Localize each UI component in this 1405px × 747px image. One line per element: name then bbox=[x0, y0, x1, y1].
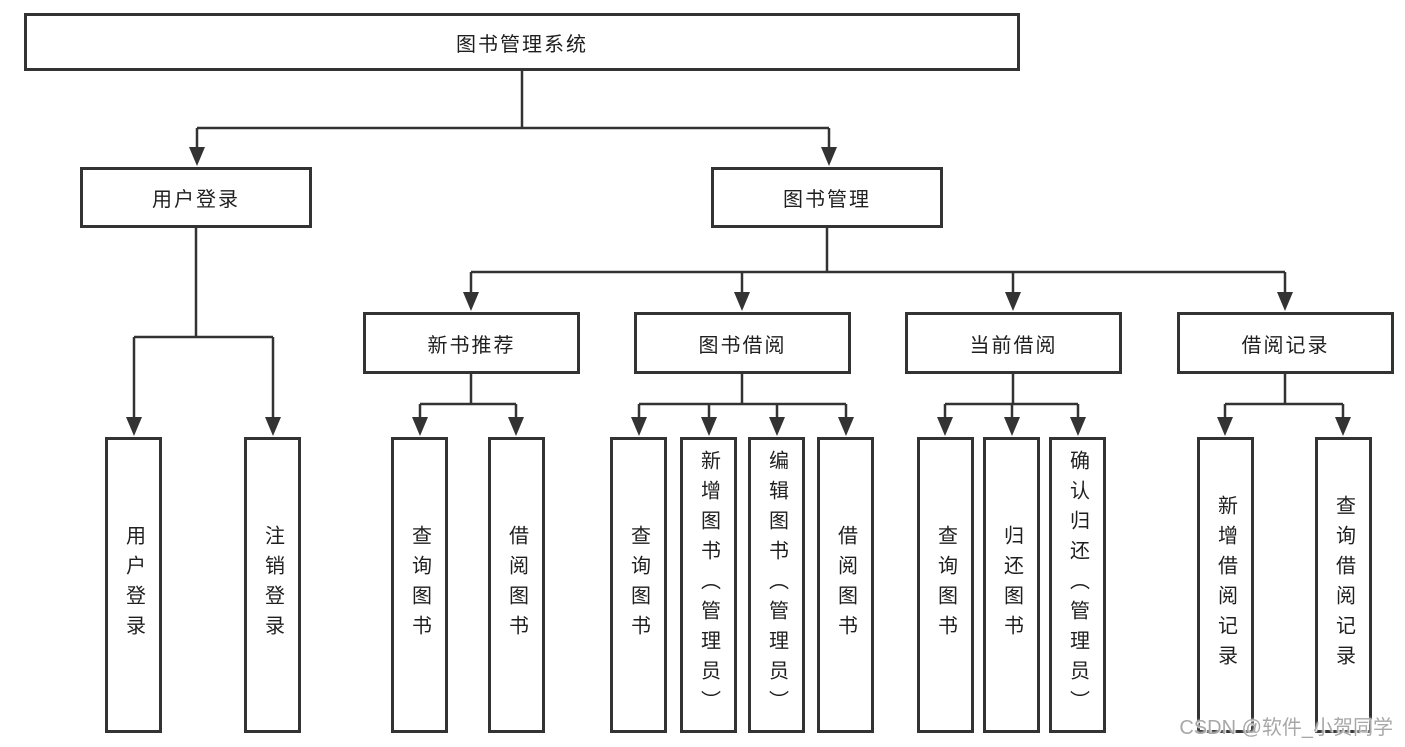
leaf-confirm-return-admin-label: 确认归还（管理员） bbox=[1066, 450, 1089, 720]
leaf-borrow-books-1: 借阅图书 bbox=[488, 437, 545, 733]
leaf-edit-book-admin: 编辑图书（管理员） bbox=[748, 437, 805, 733]
leaf-edit-book-admin-label: 编辑图书（管理员） bbox=[765, 450, 788, 720]
node-book-borrow-label: 图书借阅 bbox=[698, 334, 787, 357]
arrowhead-icon bbox=[838, 417, 854, 436]
arrowhead-icon bbox=[1335, 417, 1351, 436]
leaf-query-books-1: 查询图书 bbox=[391, 437, 448, 733]
leaf-query-books-3-label: 查询图书 bbox=[934, 525, 957, 645]
leaf-add-book-admin: 新增图书（管理员） bbox=[680, 437, 737, 733]
arrowhead-icon bbox=[1005, 292, 1021, 311]
leaf-query-borrow-record: 查询借阅记录 bbox=[1315, 437, 1372, 733]
arrowhead-icon bbox=[937, 417, 953, 436]
leaf-query-books-3: 查询图书 bbox=[917, 437, 974, 733]
node-new-book-recommend: 新书推荐 bbox=[363, 312, 580, 374]
arrowhead-icon bbox=[631, 417, 647, 436]
node-current-borrow: 当前借阅 bbox=[905, 312, 1122, 374]
leaf-user-login: 用户登录 bbox=[105, 437, 162, 733]
arrowhead-icon bbox=[734, 292, 750, 311]
arrowhead-icon bbox=[463, 292, 479, 311]
leaf-return-book: 归还图书 bbox=[983, 437, 1040, 733]
arrowhead-icon bbox=[412, 417, 428, 436]
leaf-add-book-admin-label: 新增图书（管理员） bbox=[697, 450, 720, 720]
leaf-user-login-label: 用户登录 bbox=[122, 525, 145, 645]
arrowhead-icon bbox=[265, 417, 281, 436]
leaf-borrow-books-1-label: 借阅图书 bbox=[505, 525, 528, 645]
node-book-borrow: 图书借阅 bbox=[634, 312, 851, 374]
leaf-logout: 注销登录 bbox=[244, 437, 301, 733]
connector-path bbox=[132, 71, 1345, 420]
node-new-book-recommend-label: 新书推荐 bbox=[427, 334, 516, 357]
node-borrow-records-label: 借阅记录 bbox=[1241, 334, 1330, 357]
arrowhead-icon bbox=[821, 147, 837, 166]
node-borrow-records: 借阅记录 bbox=[1177, 312, 1394, 374]
node-user-login-label: 用户登录 bbox=[152, 189, 240, 211]
leaf-logout-label: 注销登录 bbox=[261, 525, 284, 645]
arrowhead-icon bbox=[1070, 417, 1086, 436]
leaf-return-book-label: 归还图书 bbox=[1000, 525, 1023, 645]
leaf-query-borrow-record-label: 查询借阅记录 bbox=[1332, 495, 1355, 675]
node-user-login: 用户登录 bbox=[80, 167, 312, 228]
arrowhead-icon bbox=[126, 417, 142, 436]
arrowhead-icon bbox=[189, 147, 205, 166]
arrowhead-icon bbox=[508, 417, 524, 436]
node-current-borrow-label: 当前借阅 bbox=[969, 334, 1058, 357]
arrowhead-icon bbox=[1004, 417, 1020, 436]
arrowhead-icon bbox=[1217, 417, 1233, 436]
node-root: 图书管理系统 bbox=[24, 13, 1020, 71]
node-book-management: 图书管理 bbox=[711, 167, 943, 228]
leaf-query-books-2-label: 查询图书 bbox=[627, 525, 650, 645]
leaf-borrow-books-2: 借阅图书 bbox=[817, 437, 874, 733]
leaf-query-books-2: 查询图书 bbox=[610, 437, 667, 733]
leaf-add-borrow-record: 新增借阅记录 bbox=[1197, 437, 1254, 733]
node-root-label: 图书管理系统 bbox=[456, 33, 588, 56]
arrowhead-icon bbox=[701, 417, 717, 436]
leaf-borrow-books-2-label: 借阅图书 bbox=[834, 525, 857, 645]
arrowhead-icon bbox=[1277, 292, 1293, 311]
node-book-management-label: 图书管理 bbox=[783, 189, 871, 211]
arrowhead-icon bbox=[769, 417, 785, 436]
leaf-query-books-1-label: 查询图书 bbox=[408, 525, 431, 645]
csdn-watermark: CSDN @软件_小贺同学 bbox=[1179, 717, 1393, 739]
leaf-confirm-return-admin: 确认归还（管理员） bbox=[1049, 437, 1106, 733]
leaf-add-borrow-record-label: 新增借阅记录 bbox=[1214, 495, 1237, 675]
